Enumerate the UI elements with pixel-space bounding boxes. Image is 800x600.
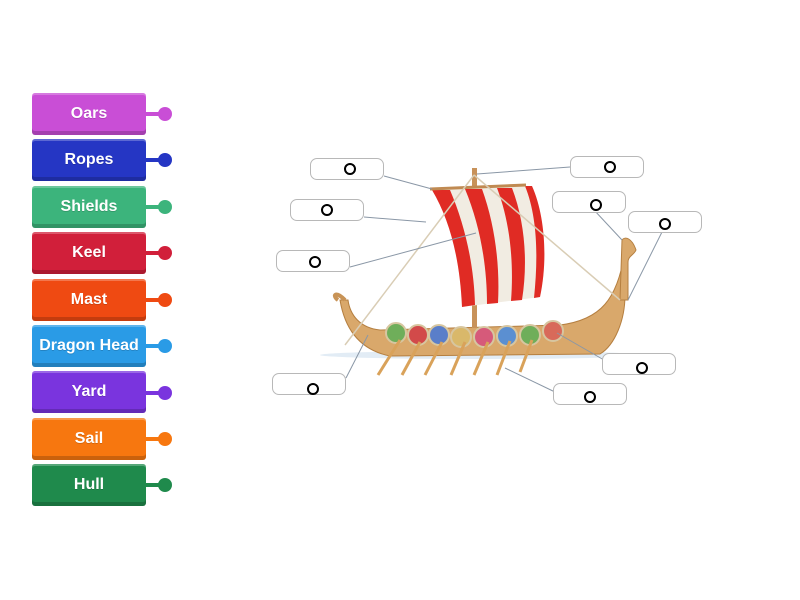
label-text: Keel: [72, 244, 106, 261]
label-tile-oars[interactable]: Oars: [32, 93, 146, 135]
label-tile-mast[interactable]: Mast: [32, 279, 146, 321]
target-ring-icon: [321, 204, 333, 216]
drop-zone-2[interactable]: [570, 156, 644, 178]
target-ring-icon: [307, 383, 319, 395]
label-text: Hull: [73, 476, 105, 493]
connector-pin-sail[interactable]: [146, 432, 174, 446]
label-text: Dragon Head: [39, 337, 139, 354]
target-ring-icon: [309, 256, 321, 268]
connector-pin-oars[interactable]: [146, 107, 174, 121]
drop-zone-6[interactable]: [276, 250, 350, 272]
label-text: Ropes: [64, 151, 114, 168]
connector-pin-hull[interactable]: [146, 478, 174, 492]
target-ring-icon: [604, 161, 616, 173]
drop-zone-5[interactable]: [628, 211, 702, 233]
label-tile-shields[interactable]: Shields: [32, 186, 146, 228]
connector-pin-ropes[interactable]: [146, 153, 174, 167]
connector-pin-mast[interactable]: [146, 293, 174, 307]
drop-zone-9[interactable]: [553, 383, 627, 405]
connector-pin-dragon-head[interactable]: [146, 339, 174, 353]
target-ring-icon: [344, 163, 356, 175]
drop-zone-4[interactable]: [552, 191, 626, 213]
label-text: Sail: [74, 430, 104, 447]
label-tile-dragon-head[interactable]: Dragon Head: [32, 325, 146, 367]
sail-figure: [432, 186, 545, 307]
drop-zone-1[interactable]: [310, 158, 384, 180]
label-tile-keel[interactable]: Keel: [32, 232, 146, 274]
label-tile-yard[interactable]: Yard: [32, 371, 146, 413]
label-text: Oars: [70, 105, 108, 122]
connector-pin-shields[interactable]: [146, 200, 174, 214]
label-text: Mast: [70, 291, 108, 308]
label-tile-ropes[interactable]: Ropes: [32, 139, 146, 181]
drop-zone-3[interactable]: [290, 199, 364, 221]
drop-zone-8[interactable]: [272, 373, 346, 395]
label-text: Shields: [60, 198, 118, 215]
target-ring-icon: [659, 218, 671, 230]
dragon-head-figure: [619, 237, 637, 301]
target-ring-icon: [590, 199, 602, 211]
drop-zone-7[interactable]: [602, 353, 676, 375]
label-text: Yard: [71, 383, 107, 400]
oars-figure: [376, 339, 534, 376]
target-ring-icon: [584, 391, 596, 403]
connector-pin-keel[interactable]: [146, 246, 174, 260]
target-ring-icon: [636, 362, 648, 374]
connector-pin-yard[interactable]: [146, 386, 174, 400]
label-tile-hull[interactable]: Hull: [32, 464, 146, 506]
leader-lines: [345, 166, 663, 393]
label-tile-sail[interactable]: Sail: [32, 418, 146, 460]
shields-figure: [385, 320, 564, 348]
